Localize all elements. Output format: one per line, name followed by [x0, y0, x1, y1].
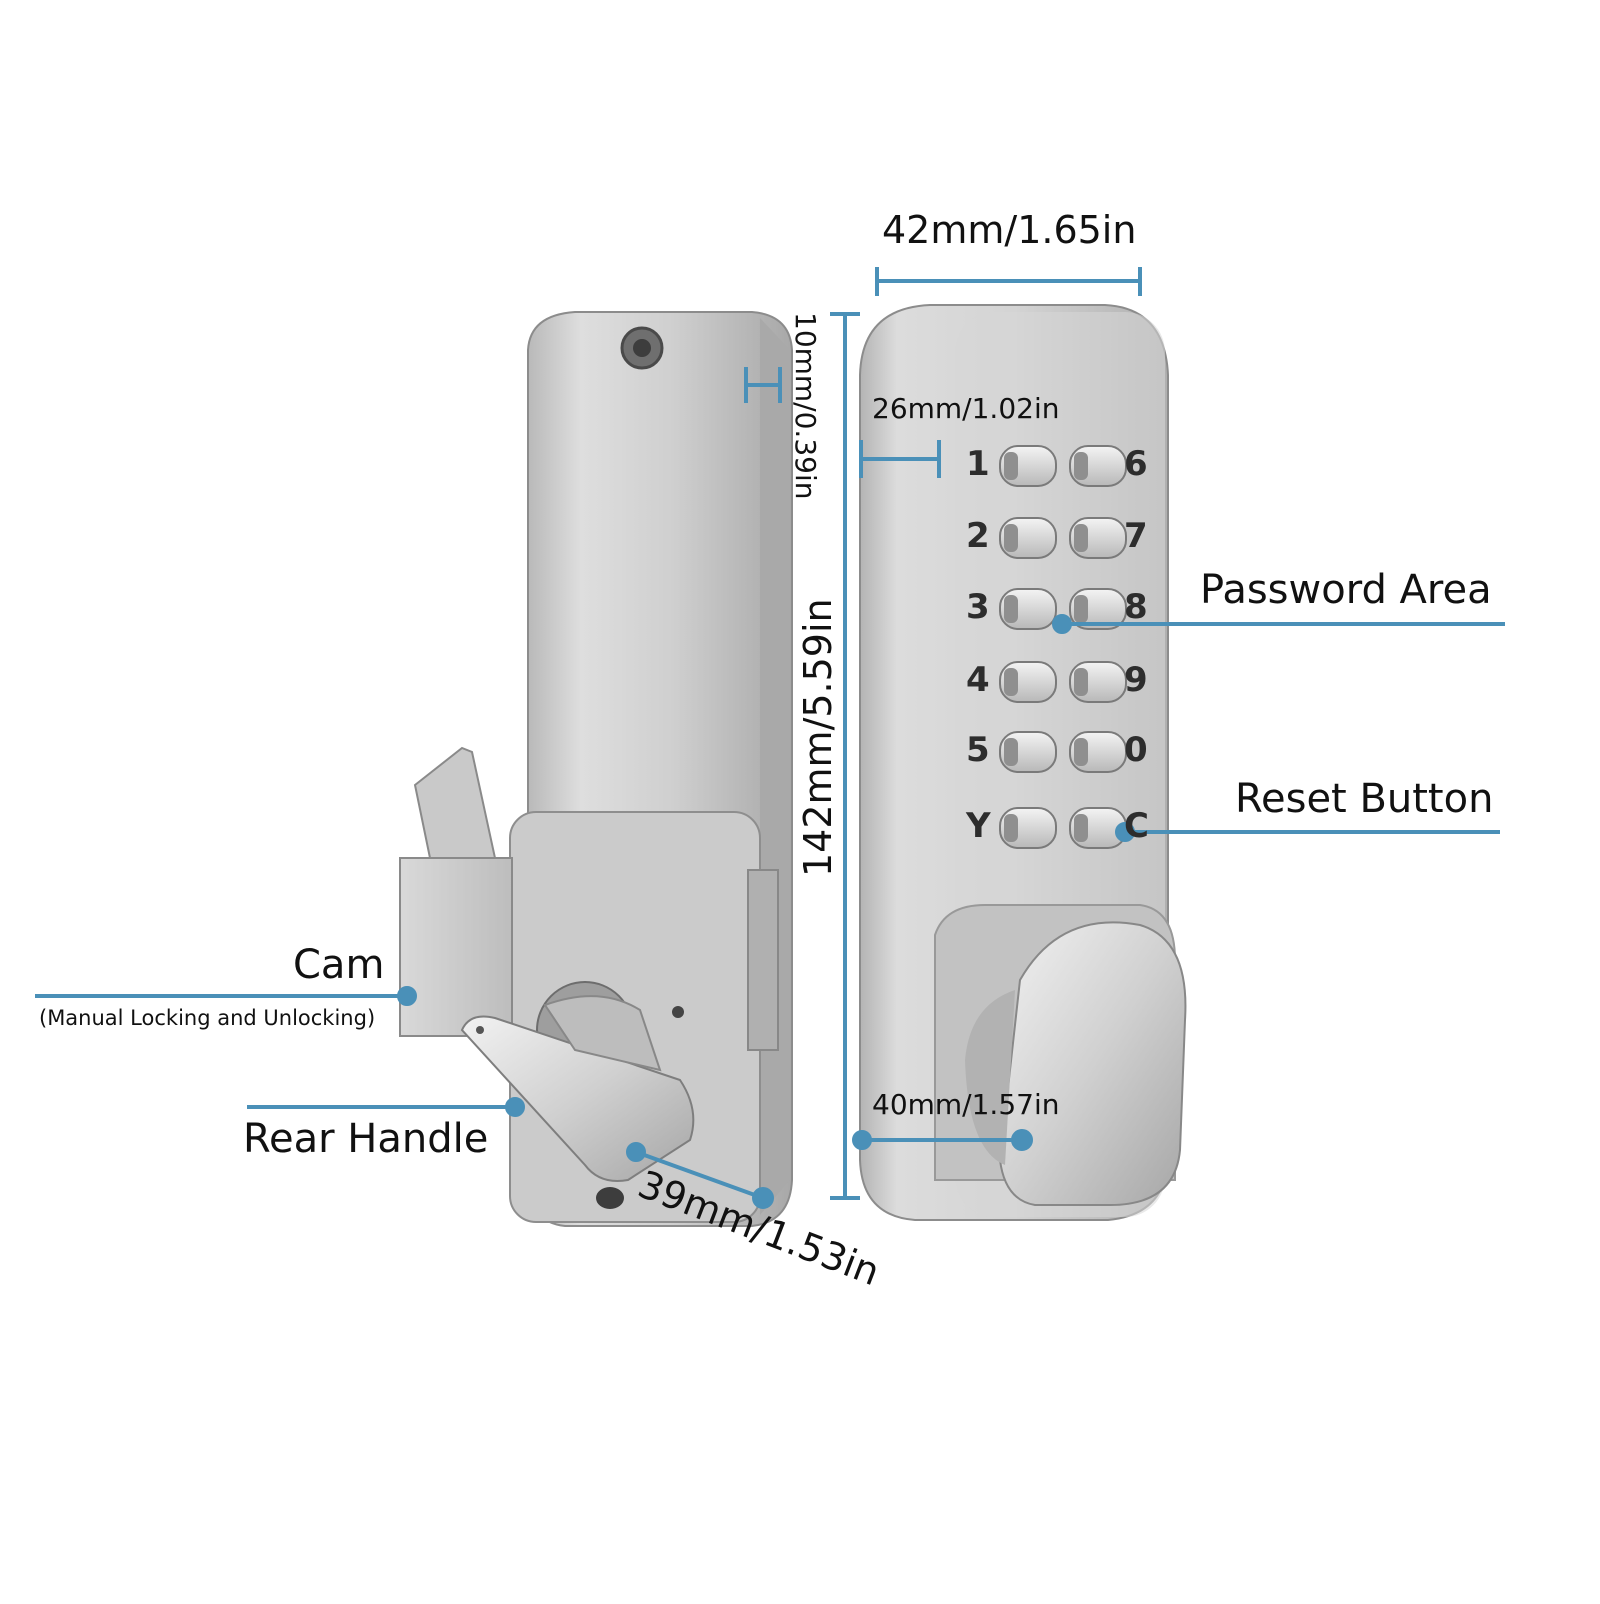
dim-knob-dot-l — [852, 1130, 872, 1150]
keypad-digit: 6 — [1124, 444, 1148, 484]
keypad-digit: 2 — [966, 516, 990, 556]
rear-small-dot — [672, 1006, 684, 1018]
keypad-digit: 8 — [1124, 587, 1148, 627]
dim-knob-dot-r — [1011, 1129, 1033, 1151]
cam-upper — [413, 746, 497, 859]
keypad-key-shadow — [1074, 452, 1088, 480]
cam-label: Cam — [293, 942, 385, 988]
callout-cam-dot — [397, 986, 417, 1006]
keypad-key-shadow — [1004, 668, 1018, 696]
dim-knob-label: 40mm/1.57in — [872, 1088, 1060, 1121]
rear-unit — [399, 311, 793, 1227]
keypad-keys — [999, 445, 1127, 849]
keypad-key-shadow — [1074, 595, 1088, 623]
keypad-key-shadow — [1074, 524, 1088, 552]
rear-handle-dot — [476, 1026, 484, 1034]
keypad-key-shadow — [1074, 814, 1088, 842]
callout-password-dot — [1052, 614, 1072, 634]
keypad-digit: 0 — [1124, 730, 1148, 770]
keypad-key-shadow — [1004, 524, 1018, 552]
rear-handle-label: Rear Handle — [243, 1116, 489, 1162]
dim-thickness-label: 10mm/0.39in — [789, 312, 822, 500]
dim-handle-dot-l — [626, 1142, 646, 1162]
rear-plate-edge — [760, 318, 790, 1215]
dim-inner-width-label: 26mm/1.02in — [872, 392, 1060, 425]
rear-handle-lobe — [543, 995, 662, 1072]
keypad-digit: 9 — [1124, 660, 1148, 700]
keypad-key-shadow — [1004, 738, 1018, 766]
cam-body — [399, 857, 513, 1037]
callout-reset-dot — [1115, 822, 1135, 842]
rear-side-slot — [747, 869, 779, 1051]
front-knob-shadow — [965, 990, 1015, 1165]
dim-height-label: 142mm/5.59in — [796, 598, 840, 877]
keypad-digit: C — [1124, 806, 1149, 846]
keypad-key-shadow — [1074, 738, 1088, 766]
keypad-key-shadow — [1074, 668, 1088, 696]
dim-handle-dot-r — [752, 1187, 774, 1209]
rear-handle-shape — [460, 1015, 695, 1182]
keypad-digit: 4 — [966, 660, 990, 700]
keypad-key-shadow — [1004, 814, 1018, 842]
dim-handle-line — [635, 1150, 764, 1200]
dimension-lines — [35, 267, 1505, 1209]
keypad-digit: 5 — [966, 730, 990, 770]
password-area-label: Password Area — [1200, 567, 1492, 613]
keypad-digit: 3 — [966, 587, 990, 627]
reset-button-label: Reset Button — [1235, 776, 1494, 822]
keypad-key-shadow — [1004, 595, 1018, 623]
rear-screw-inner — [633, 339, 651, 357]
keypad-key-shadow — [1004, 452, 1018, 480]
keypad-digit: 1 — [966, 444, 990, 484]
keypad-digit: Y — [966, 806, 991, 846]
keypad-digit: 7 — [1124, 516, 1148, 556]
callout-rear-handle-dot — [505, 1097, 525, 1117]
cam-note-label: (Manual Locking and Unlocking) — [39, 1006, 376, 1030]
front-knob — [998, 921, 1187, 1206]
rear-bottom-hole — [596, 1187, 624, 1209]
dim-width-label: 42mm/1.65in — [882, 208, 1137, 252]
